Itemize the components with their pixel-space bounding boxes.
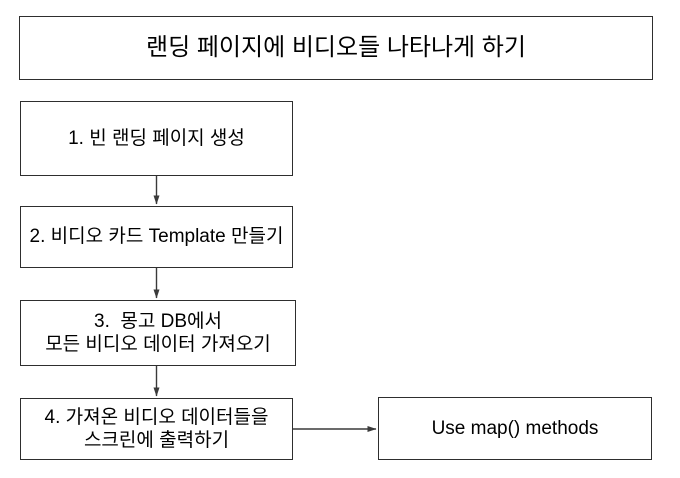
flow-step-4-box: 4. 가져온 비디오 데이터들을 스크린에 출력하기 (20, 398, 293, 460)
flow-step-3-label-line1: 3. 몽고 DB에서 (94, 310, 222, 332)
flow-step-3-label-line2: 모든 비디오 데이터 가져오기 (45, 334, 271, 355)
flow-step-1-box: 1. 빈 랜딩 페이지 생성 (20, 101, 293, 176)
side-note-label: Use map() methods (431, 417, 599, 439)
flowchart-title: 랜딩 페이지에 비디오들 나타나게 하기 (146, 34, 526, 62)
flow-step-3-box: 3. 몽고 DB에서 모든 비디오 데이터 가져오기 (20, 300, 296, 366)
flow-step-2-box: 2. 비디오 카드 Template 만들기 (20, 206, 293, 268)
flowchart-title-box: 랜딩 페이지에 비디오들 나타나게 하기 (19, 16, 653, 80)
flow-step-4-label-line1: 4. 가져온 비디오 데이터들을 (44, 406, 269, 428)
flow-step-4-label-line2: 스크린에 출력하기 (83, 430, 230, 451)
flow-step-2-label: 2. 비디오 카드 Template 만들기 (29, 226, 284, 248)
flow-step-1-label: 1. 빈 랜딩 페이지 생성 (68, 127, 245, 149)
side-note-box: Use map() methods (378, 397, 652, 460)
